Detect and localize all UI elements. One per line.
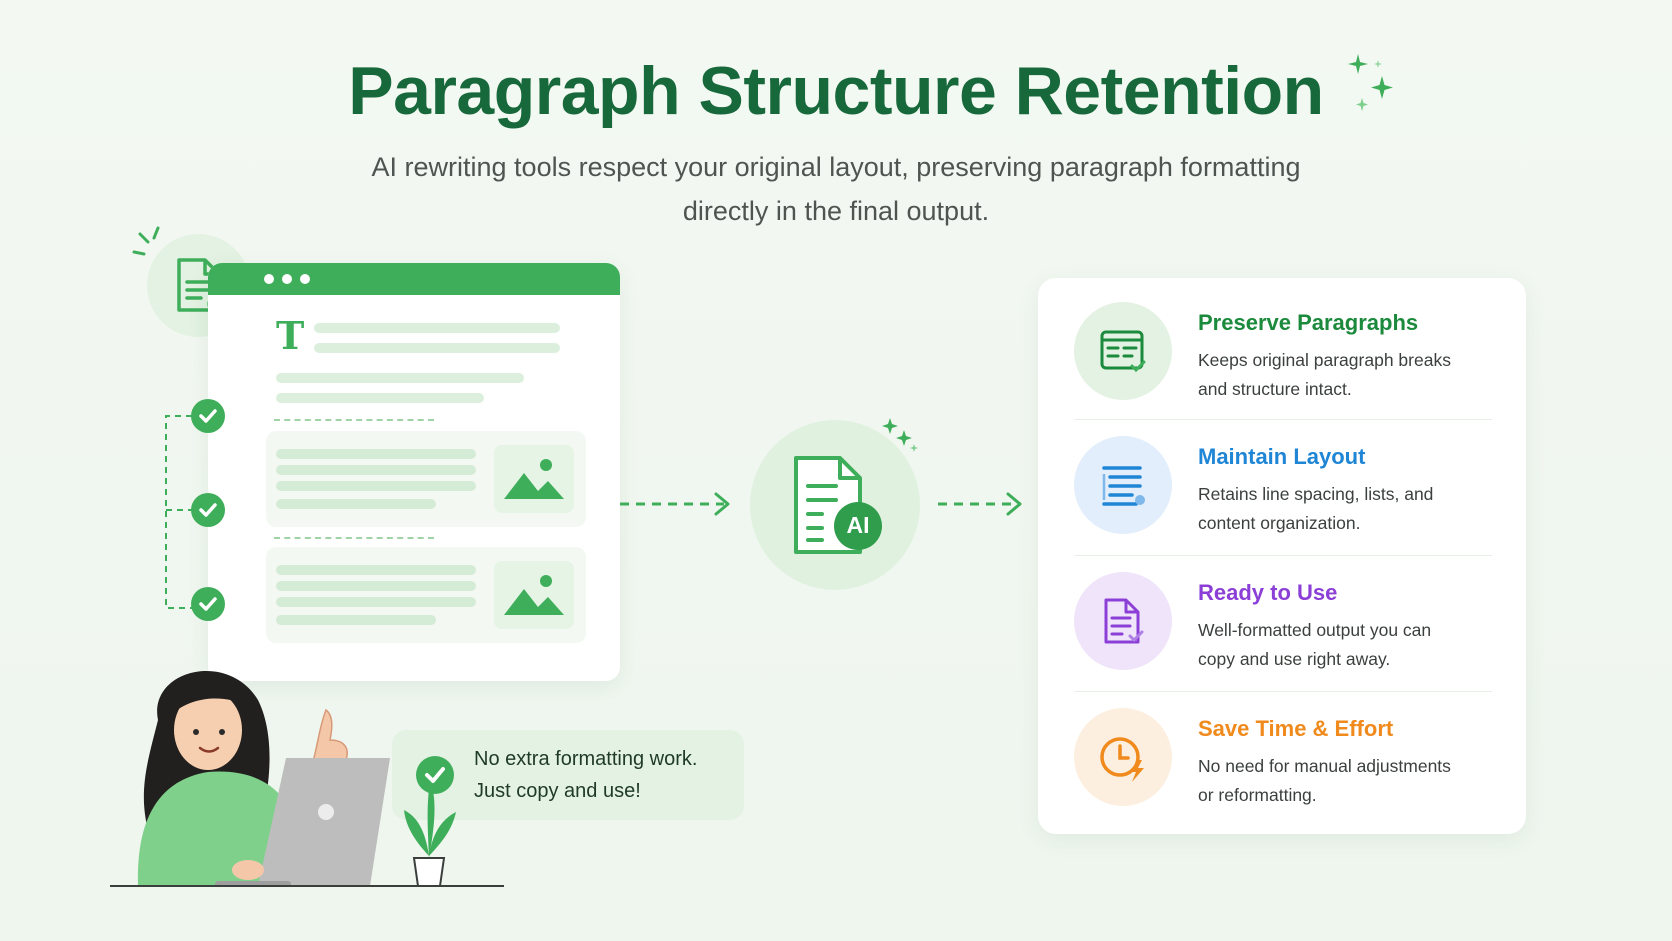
feature-title: Ready to Use [1198,580,1338,605]
person-thumbs-up-illustration [137,671,456,887]
callout-line: No extra formatting work. [474,748,698,770]
feature-description: No need for manual adjustments or reform… [1198,756,1451,805]
text-line [276,373,524,383]
feature-description: Retains line spacing, lists, and content… [1198,484,1434,533]
text-line [276,393,484,403]
paragraph-bracket [165,415,192,609]
text-line [314,343,560,353]
feature-description: Keeps original paragraph breaks and stru… [1198,350,1451,399]
feature-maintain-layout: Maintain Layout Retains line spacing, li… [1074,412,1492,546]
check-icon [191,493,225,527]
list-layout-icon [1074,436,1172,534]
paragraph-divider [274,419,434,421]
ai-document-icon [794,456,882,554]
page-subtitle: AI rewriting tools respect your original… [371,152,1301,226]
window-titlebar [208,263,620,295]
sparkle-lines-icon [132,226,160,256]
paragraph-block [266,547,586,643]
text-line [314,323,560,333]
callout-box: No extra formatting work. Just copy and … [392,730,744,820]
sparkle-icon [1348,54,1393,111]
ai-processor-node: AI [750,420,920,590]
check-icon [416,756,454,794]
window-dots [264,274,310,284]
sparkle-icon [882,418,918,452]
features-card: Preserve Paragraphs Keeps original parag… [1038,278,1526,834]
paragraph-layout-icon [1074,302,1172,400]
check-icon [191,587,225,621]
arrow-right-icon [938,492,1022,516]
divider [1074,555,1492,556]
document-check-icon [1074,572,1172,670]
page-title: Paragraph Structure Retention [348,53,1324,129]
mountain-image-icon [504,459,564,499]
mountain-image-icon [504,575,564,615]
check-icon [191,399,225,433]
feature-preserve-paragraphs: Preserve Paragraphs Keeps original parag… [1074,278,1492,412]
divider [1074,419,1492,420]
feature-title: Save Time & Effort [1198,716,1394,741]
ai-badge-label: AI [846,512,870,538]
document-mock: T [208,263,620,681]
divider [1074,691,1492,692]
paragraph-divider [274,537,434,539]
feature-title: Preserve Paragraphs [1198,310,1419,335]
feature-description: Well-formatted output you can copy and u… [1198,620,1432,669]
ground-line [110,885,504,887]
feature-save-time: Save Time & Effort No need for manual ad… [1074,684,1492,818]
paragraph-block [266,431,586,527]
callout-line: Just copy and use! [474,780,641,802]
image-placeholder [494,445,574,513]
clock-lightning-icon [1074,708,1172,806]
arrow-right-icon [620,492,730,516]
feature-ready-to-use: Ready to Use Well-formatted output you c… [1074,548,1492,682]
image-placeholder [494,561,574,629]
heading-glyph: T [276,313,305,358]
feature-title: Maintain Layout [1198,444,1366,469]
